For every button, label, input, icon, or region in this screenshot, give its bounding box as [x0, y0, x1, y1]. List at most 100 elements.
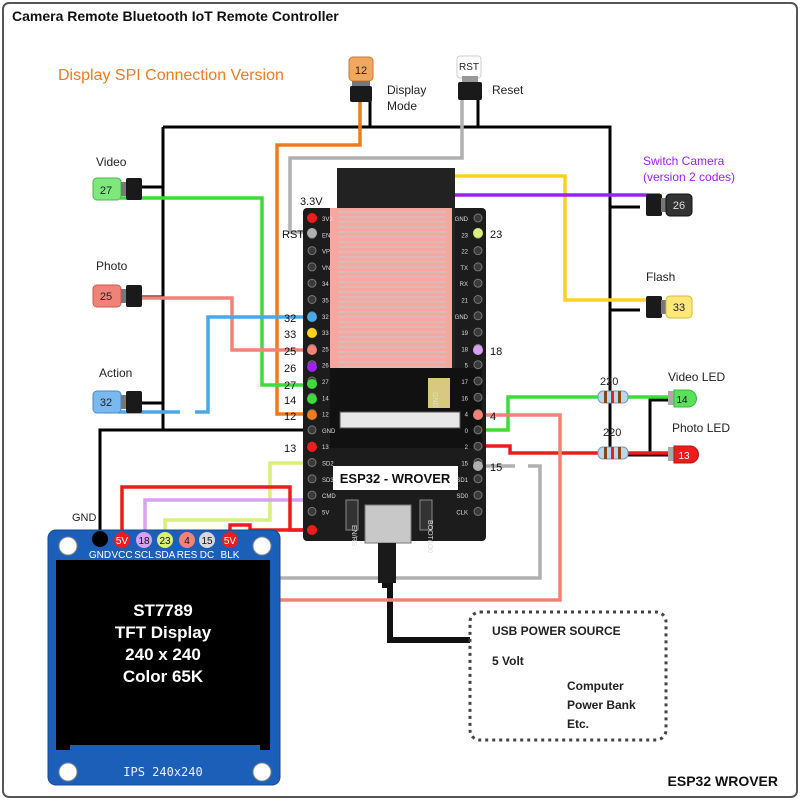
flash-pin: 33 — [673, 302, 685, 314]
pin-label-rst: RST — [282, 229, 304, 241]
display-header-dc: DC — [200, 550, 214, 561]
board-hole-right — [473, 311, 483, 321]
board-silk-right: 2 — [465, 445, 469, 451]
board-pin-dots — [307, 213, 483, 535]
switch-camera-button[interactable] — [646, 193, 693, 217]
board-hole-left — [307, 458, 317, 467]
pin-label-25: 25 — [284, 346, 296, 358]
video-pin: 27 — [100, 185, 112, 197]
tft-display-module — [47, 529, 281, 786]
board-silk-right: 18 — [461, 347, 468, 353]
board-silk-left: 25 — [322, 347, 329, 353]
board-silk-left: SD2 — [322, 462, 334, 468]
video-label: Video — [96, 155, 127, 169]
board-hole-left — [307, 474, 317, 484]
display-line-2: TFT Display — [115, 623, 212, 642]
resistor-video — [597, 390, 629, 404]
board-silk-left: 3V3 — [322, 217, 333, 223]
board-silk-left: 27 — [322, 380, 329, 386]
board-silk-right: 15 — [461, 462, 468, 468]
svg-text:GND: GND — [431, 392, 438, 408]
display-header-vcc: VCC — [111, 550, 132, 561]
resistor-photo — [597, 446, 629, 460]
switch-camera-label-2: (version 2 codes) — [643, 170, 735, 184]
display-bubble-blk: 5V — [224, 536, 237, 547]
reset-label: Reset — [492, 83, 524, 97]
board-silk-right: 0 — [465, 429, 469, 435]
photo-button[interactable] — [92, 284, 142, 308]
display-pin-bubbles — [114, 532, 238, 548]
board-silk-right: 16 — [461, 396, 468, 402]
display-header-res: RES — [177, 550, 198, 561]
reset-pin: RST — [459, 62, 479, 73]
display-mode-button[interactable] — [348, 56, 374, 102]
resistor-video-value: 220 — [600, 376, 618, 388]
display-header-scl: SCL — [134, 550, 154, 561]
page-title: Camera Remote Bluetooth IoT Remote Contr… — [12, 8, 339, 24]
display-bubble-scl: 18 — [138, 536, 150, 547]
video-led-pin: 14 — [676, 395, 688, 406]
board-hole-right — [473, 262, 483, 272]
board-silk-right: 4 — [465, 413, 469, 419]
en-button-label: EN/RS — [350, 525, 357, 547]
action-button[interactable] — [92, 390, 142, 414]
board-silk-left: 32 — [322, 315, 329, 321]
board-silk-right: 21 — [461, 299, 468, 305]
pin-label-18: 18 — [490, 346, 502, 358]
switch-camera-pin: 26 — [673, 200, 685, 212]
board-silk-left: EN — [322, 233, 330, 239]
board-silk-right: 23 — [461, 233, 468, 239]
display-line-1: ST7789 — [133, 601, 193, 620]
display-header-blk: BLK — [221, 550, 240, 561]
board-hole-right — [473, 278, 483, 288]
board-silk-right: 22 — [461, 250, 468, 256]
board-hole-left — [307, 425, 317, 435]
power-line-2: Power Bank — [567, 698, 636, 712]
photo-pin: 25 — [100, 291, 112, 303]
board-hole-right — [473, 376, 483, 386]
board-silk-left: 13 — [322, 445, 329, 451]
boot-button-label: BOOT/IO0 — [426, 520, 433, 553]
board-hole-right — [473, 441, 483, 451]
board-silk-right: GND — [455, 217, 469, 223]
esp32-board: 3V3ENVPVN343532332526271412GND13SD2SD3CM… — [303, 168, 486, 583]
power-voltage: 5 Volt — [492, 654, 524, 668]
board-silk-left: 26 — [322, 364, 329, 370]
board-silk-left: SD3 — [322, 478, 334, 484]
board-silk-left: 5V — [322, 510, 329, 516]
board-silk-right: 5 — [465, 364, 469, 370]
power-title: USB POWER SOURCE — [492, 624, 621, 638]
board-silk-left: 14 — [322, 396, 329, 402]
board-hole-left — [307, 278, 317, 288]
display-header-gnd: GND — [89, 550, 111, 561]
board-silk-left: 33 — [322, 331, 329, 337]
display-bubble-res: 4 — [184, 536, 190, 547]
board-silk-left: 34 — [322, 282, 329, 288]
display-bottom-label: IPS 240x240 — [123, 765, 202, 779]
video-button[interactable] — [92, 177, 142, 201]
board-hole-right — [473, 246, 483, 256]
display-mode-pin: 12 — [355, 65, 367, 77]
board-silk-right: RX — [460, 282, 468, 288]
board-silk-left: VN — [322, 266, 330, 272]
board-hole-left — [307, 246, 317, 256]
display-header-sda: SDA — [155, 550, 176, 561]
board-hole-right — [473, 295, 483, 304]
display-line-4: Color 65K — [123, 667, 204, 686]
flash-button[interactable] — [646, 295, 693, 319]
board-silk-left: VP — [322, 250, 330, 256]
board-hole-right — [473, 392, 483, 402]
board-hole-right — [473, 474, 483, 484]
display-mode-label-1: Display — [387, 83, 426, 97]
action-label: Action — [99, 366, 132, 380]
reset-button[interactable] — [456, 55, 482, 100]
photo-label: Photo — [96, 259, 128, 273]
power-line-1: Computer — [567, 679, 624, 693]
board-hole-right — [473, 213, 483, 223]
video-led — [668, 389, 697, 408]
display-bubble-vcc: 5V — [116, 536, 129, 547]
board-silk-right: 17 — [461, 380, 468, 386]
flash-label: Flash — [646, 270, 675, 284]
pin-label-12: 12 — [284, 411, 296, 423]
